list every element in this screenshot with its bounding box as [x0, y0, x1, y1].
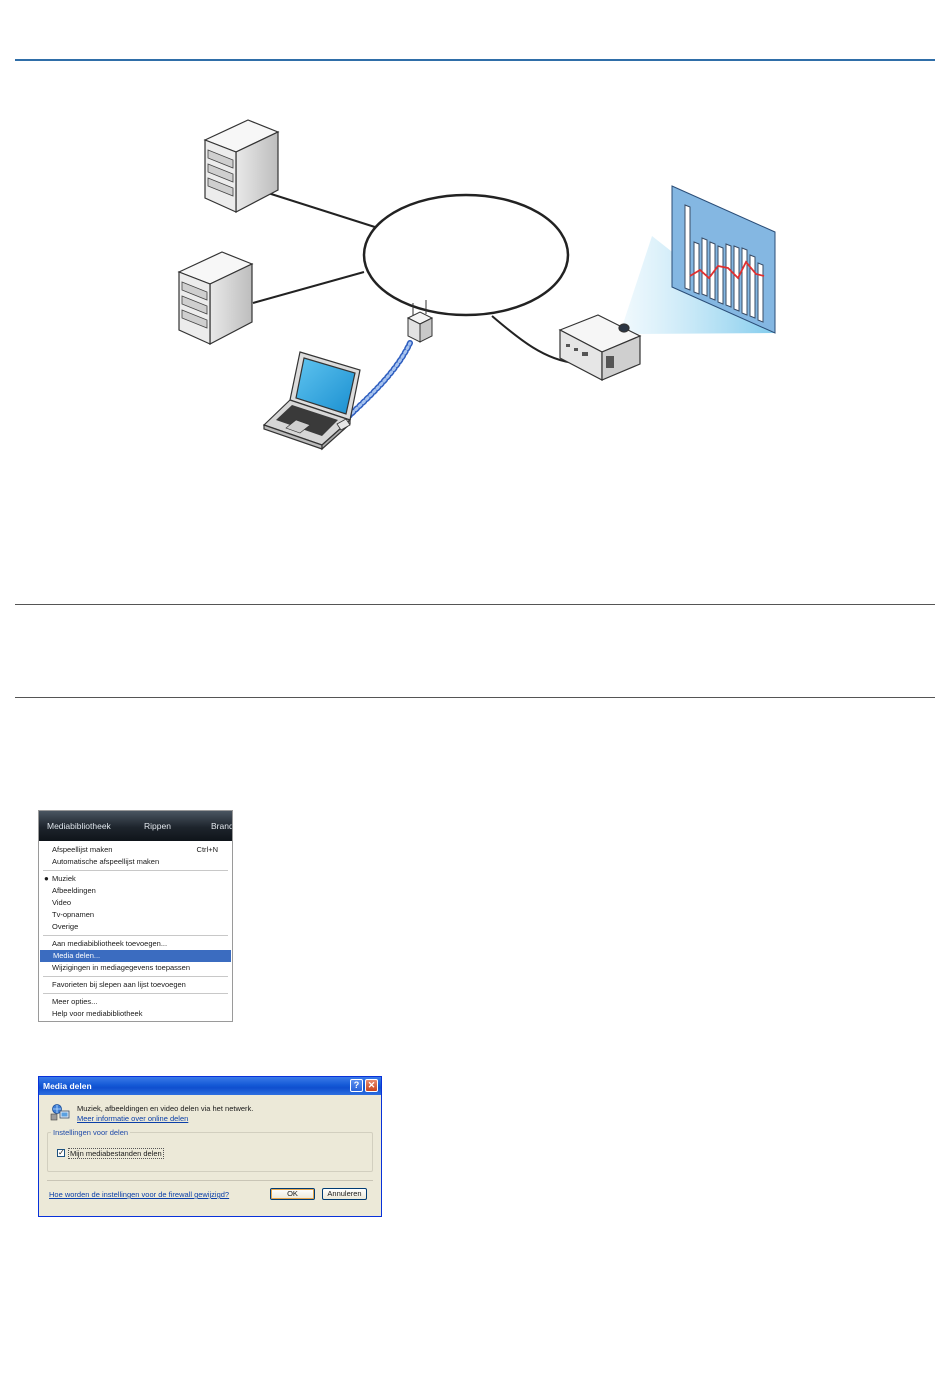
- cancel-button[interactable]: Annuleren: [322, 1188, 367, 1200]
- menu-item-tv-recordings[interactable]: Tv-opnamen: [39, 909, 232, 921]
- server-icon-2: [177, 251, 254, 345]
- close-button[interactable]: ✕: [365, 1079, 378, 1092]
- menu-item-label: Video: [52, 898, 72, 907]
- menu-item-music[interactable]: ● Muziek: [39, 873, 232, 885]
- menu-item-add-favorites-drag[interactable]: Favorieten bij slepen aan lijst toevoege…: [39, 979, 232, 991]
- server-icon-1: [203, 119, 280, 213]
- media-sharing-dialog: Media delen ? ✕ Muziek, afbeeldingen en …: [38, 1076, 382, 1217]
- firewall-settings-link[interactable]: Hoe worden de instellingen voor de firew…: [49, 1190, 230, 1199]
- sharing-settings-label: Instellingen voor delen: [51, 1128, 131, 1137]
- menu-item-more-options[interactable]: Meer opties...: [39, 996, 232, 1008]
- section-divider-2: [15, 697, 935, 698]
- access-point-icon: [406, 300, 434, 343]
- selected-bullet-icon: ●: [44, 874, 49, 883]
- network-sharing-icon: [50, 1104, 70, 1121]
- menu-item-apply-media-changes[interactable]: Wijzigingen in mediagegevens toepassen: [39, 962, 232, 974]
- menu-item-pictures[interactable]: Afbeeldingen: [39, 885, 232, 897]
- dialog-title: Media delen: [43, 1081, 92, 1091]
- menu-item-label: Automatische afspeellijst maken: [52, 857, 160, 866]
- wmp-menubar: Mediabibliotheek Rippen Brand: [39, 811, 232, 841]
- share-media-checkbox[interactable]: ✓: [57, 1148, 65, 1157]
- dialog-message: Muziek, afbeeldingen en video delen via …: [77, 1104, 254, 1113]
- screen-trend-line: [689, 260, 765, 280]
- cable-server-1: [267, 192, 379, 229]
- menu-item-label: Tv-opnamen: [52, 910, 95, 919]
- menu-separator: [43, 870, 228, 871]
- projection-screen: [671, 185, 776, 334]
- menu-item-label: Afspeellijst maken: [52, 845, 113, 854]
- menu-item-shortcut: Ctrl+N: [196, 845, 218, 854]
- menubar-tab-rip[interactable]: Rippen: [144, 821, 171, 831]
- menu-item-create-auto-playlist[interactable]: Automatische afspeellijst maken: [39, 856, 232, 868]
- laptop-icon: [262, 351, 361, 451]
- menubar-tab-library[interactable]: Mediabibliotheek: [47, 821, 111, 831]
- menu-item-other[interactable]: Overige: [39, 921, 232, 933]
- menu-item-label: Meer opties...: [52, 997, 98, 1006]
- usb-adapter-icon: [336, 418, 351, 431]
- menu-separator: [43, 993, 228, 994]
- share-media-checkbox-label[interactable]: Mijn mediabestanden delen: [68, 1148, 164, 1159]
- menu-item-label: Overige: [52, 922, 79, 931]
- dialog-separator: [47, 1180, 373, 1181]
- menu-separator: [43, 935, 228, 936]
- more-info-link[interactable]: Meer informatie over online delen: [77, 1114, 189, 1123]
- network-diagram: [177, 119, 776, 451]
- projector-icon: [558, 314, 642, 381]
- sharing-settings-group: [47, 1132, 373, 1172]
- menu-item-label: Media delen...: [53, 951, 101, 960]
- menu-item-label: Muziek: [52, 874, 76, 883]
- top-divider: [15, 59, 935, 61]
- menu-item-video[interactable]: Video: [39, 897, 232, 909]
- dialog-titlebar[interactable]: Media delen ? ✕: [39, 1077, 381, 1095]
- menu-item-media-sharing[interactable]: Media delen...: [40, 950, 231, 962]
- cable-server-2: [252, 271, 365, 304]
- menu-item-label: Help voor mediabibliotheek: [52, 1009, 143, 1018]
- menu-item-create-playlist[interactable]: Afspeellijst maken Ctrl+N: [39, 844, 232, 856]
- menu-separator: [43, 976, 228, 977]
- help-button[interactable]: ?: [350, 1079, 363, 1092]
- menu-item-library-help[interactable]: Help voor mediabibliotheek: [39, 1008, 232, 1020]
- screen-bar-chart: [684, 204, 764, 323]
- menu-item-label: Wijzigingen in mediagegevens toepassen: [52, 963, 191, 972]
- section-divider-1: [15, 604, 935, 605]
- menu-item-label: Favorieten bij slepen aan lijst toevoege…: [52, 980, 186, 989]
- network-cloud: [362, 193, 570, 317]
- media-library-menu: Mediabibliotheek Rippen Brand Afspeellij…: [38, 810, 233, 1022]
- menu-item-label: Aan mediabibliotheek toevoegen...: [52, 939, 168, 948]
- menu-item-add-to-library[interactable]: Aan mediabibliotheek toevoegen...: [39, 938, 232, 950]
- ok-button[interactable]: OK: [270, 1188, 315, 1200]
- menu-item-label: Afbeeldingen: [52, 886, 96, 895]
- menubar-tab-burn[interactable]: Brand: [211, 821, 233, 831]
